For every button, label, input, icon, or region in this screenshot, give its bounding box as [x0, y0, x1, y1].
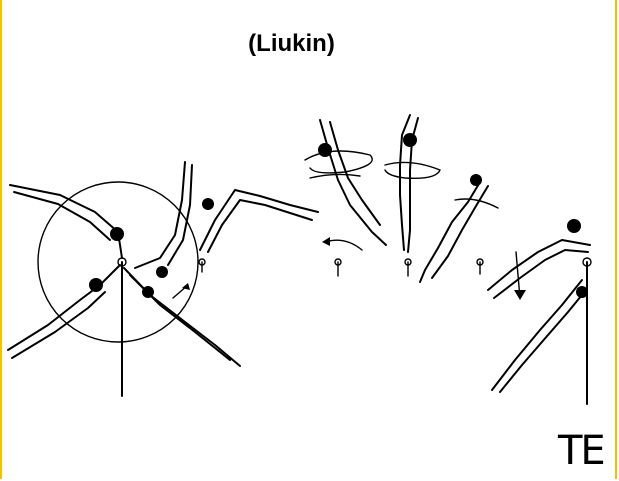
- figure-final-swing: [492, 280, 588, 392]
- figure-twist-1: [305, 120, 386, 276]
- figure-twist-2: [385, 115, 440, 276]
- figure-swing-horizontal: [10, 185, 124, 258]
- corner-handwritten-mark: TE: [558, 428, 604, 474]
- figure-descend: [420, 174, 498, 282]
- flight-arrow: [325, 240, 362, 250]
- bar-swing-group: [38, 182, 198, 396]
- figure-swing-under: [124, 268, 240, 366]
- figure-swing-down: [8, 265, 120, 358]
- bar-catch-group: [583, 258, 591, 404]
- figure-release: [199, 190, 318, 272]
- figure-rising-vertical: [135, 162, 192, 298]
- flight-arrow-head: [322, 237, 330, 246]
